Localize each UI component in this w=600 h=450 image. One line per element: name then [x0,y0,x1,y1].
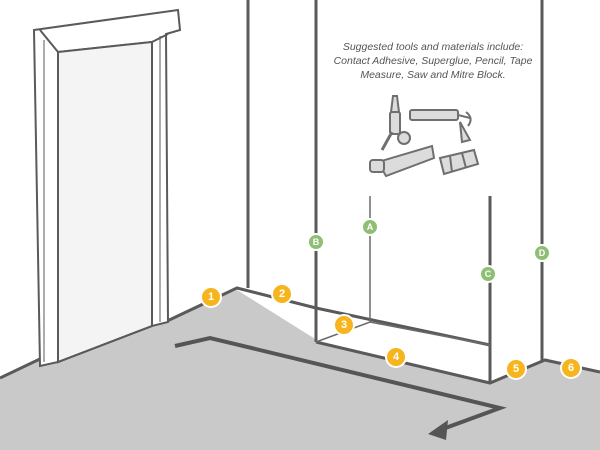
marker-5-label: 5 [513,363,519,375]
lettered-markers: A B C D [307,218,551,283]
marker-C: C [479,265,497,283]
mitre-block-icon [438,148,480,176]
tape-measure-icon [397,131,411,145]
glue-bottle-icon [389,95,401,135]
marker-A-label: A [367,222,374,232]
tools-caption: Suggested tools and materials include: C… [318,40,548,82]
marker-1-label: 1 [208,291,214,303]
marker-B: B [307,233,325,251]
arrow-head [428,420,448,440]
caulking-gun-icon [409,109,472,144]
caption-line-3: Measure, Saw and Mitre Block. [360,69,506,81]
floor-arrow [174,335,507,432]
marker-6: 6 [560,357,582,379]
marker-2: 2 [271,283,293,305]
alcove-lines [315,196,491,346]
marker-6-label: 6 [568,362,574,374]
tools-illustration [369,95,480,178]
marker-4-label: 4 [393,351,400,363]
caption-line-1: Suggested tools and materials include: [342,41,524,53]
pencil-icon [380,131,394,151]
marker-D: D [533,244,551,262]
marker-B-label: B [313,237,320,247]
marker-1: 1 [200,286,222,308]
caption-line-2: Contact Adhesive, Superglue, Pencil, Tap… [333,55,533,67]
door [32,8,182,368]
marker-D-label: D [539,248,546,258]
floor [0,290,600,450]
marker-3-label: 3 [341,319,347,331]
marker-2-label: 2 [279,288,285,300]
marker-5: 5 [505,358,527,380]
marker-C-label: C [485,269,492,279]
marker-A: A [361,218,379,236]
marker-3: 3 [333,314,355,336]
marker-4: 4 [385,346,407,368]
numbered-markers: 1 2 3 4 5 6 [200,283,582,380]
saw-icon [369,144,436,178]
